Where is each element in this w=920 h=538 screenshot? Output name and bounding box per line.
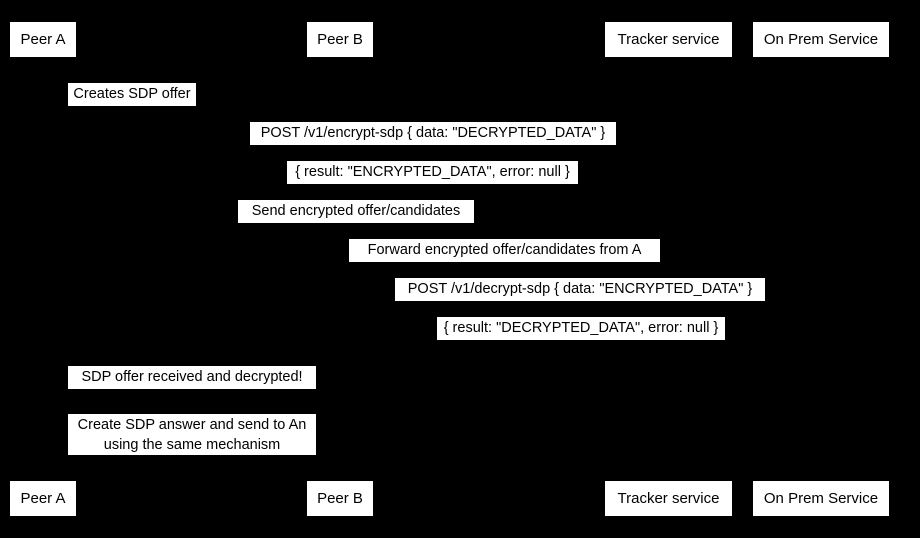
message-label-post-decrypt-sdp[interactable]: POST /v1/decrypt-sdp { data: "ENCRYPTED_… bbox=[395, 278, 765, 301]
message-arrow-post-decrypt-sdp bbox=[395, 301, 765, 302]
message-label-decrypt-sdp-result[interactable]: { result: "DECRYPTED_DATA", error: null … bbox=[437, 317, 725, 340]
participant-peer-b[interactable]: Peer B bbox=[307, 481, 373, 516]
message-label-forward-encrypted-offer[interactable]: Forward encrypted offer/candidates from … bbox=[349, 239, 660, 262]
participant-peer-a[interactable]: Peer A bbox=[10, 22, 76, 57]
message-label-post-encrypt-sdp[interactable]: POST /v1/encrypt-sdp { data: "DECRYPTED_… bbox=[250, 122, 616, 145]
message-arrow-encrypt-sdp-result bbox=[287, 184, 578, 185]
message-label-send-encrypted-offer[interactable]: Send encrypted offer/candidates bbox=[238, 200, 474, 223]
message-arrow-decrypt-sdp-result bbox=[437, 340, 725, 341]
message-label-create-sdp-answer[interactable]: Create SDP answer and send to An using t… bbox=[68, 414, 316, 455]
lifeline-tracker-service bbox=[668, 57, 669, 481]
lifeline-peer-b bbox=[340, 57, 341, 481]
message-arrow-forward-encrypted-offer bbox=[349, 262, 660, 263]
message-arrow-post-encrypt-sdp bbox=[250, 145, 616, 146]
participant-peer-b[interactable]: Peer B bbox=[307, 22, 373, 57]
participant-peer-a[interactable]: Peer A bbox=[10, 481, 76, 516]
participant-tracker-service[interactable]: Tracker service bbox=[605, 481, 732, 516]
participant-on-prem-service[interactable]: On Prem Service bbox=[753, 481, 889, 516]
message-arrow-send-encrypted-offer bbox=[238, 223, 474, 224]
message-label-creates-sdp-offer[interactable]: Creates SDP offer bbox=[68, 83, 196, 106]
message-label-encrypt-sdp-result[interactable]: { result: "ENCRYPTED_DATA", error: null … bbox=[287, 161, 578, 184]
message-arrow-create-sdp-answer bbox=[68, 455, 316, 456]
message-arrow-sdp-offer-received bbox=[68, 389, 316, 390]
lifeline-peer-a bbox=[43, 57, 44, 481]
message-arrow-creates-sdp-offer bbox=[68, 106, 196, 107]
participant-on-prem-service[interactable]: On Prem Service bbox=[753, 22, 889, 57]
participant-tracker-service[interactable]: Tracker service bbox=[605, 22, 732, 57]
lifeline-on-prem-service bbox=[821, 57, 822, 481]
message-label-sdp-offer-received[interactable]: SDP offer received and decrypted! bbox=[68, 366, 316, 389]
